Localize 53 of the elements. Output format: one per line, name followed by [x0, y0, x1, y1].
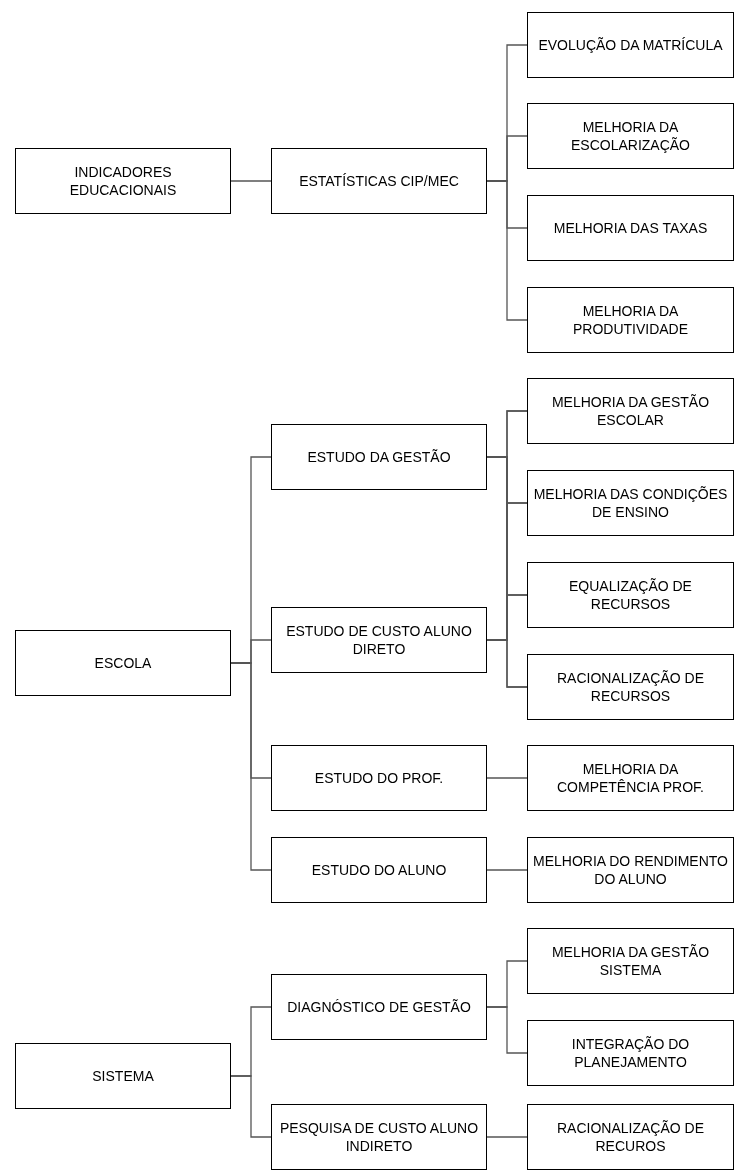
process-box: [527, 470, 734, 536]
process-box: [271, 1104, 487, 1170]
process-box: [527, 928, 734, 994]
box-label: RACIONALIZAÇÃO DE RECUROS: [556, 1118, 705, 1156]
process-box: [271, 974, 487, 1040]
box-label: ESCOLA: [93, 653, 153, 673]
box-label: INDICADORES EDUCACIONAIS: [68, 162, 178, 200]
box-label: ESTUDO DE CUSTO ALUNO DIRETO: [285, 621, 473, 659]
box-label: PESQUISA DE CUSTO ALUNO INDIRETO: [278, 1118, 480, 1156]
process-box: [527, 562, 734, 628]
box-label: INTEGRAÇÃO DO PLANEJAMENTO: [570, 1034, 691, 1072]
box-label: ESTUDO DA GESTÃO: [306, 447, 452, 467]
process-box: [527, 1104, 734, 1170]
process-box: [271, 745, 487, 811]
process-box: [271, 424, 487, 490]
box-label: MELHORIA DAS TAXAS: [552, 218, 709, 238]
box-label: SISTEMA: [91, 1066, 155, 1086]
process-box: [527, 837, 734, 903]
box-label: MELHORIA DAS CONDIÇÕES DE ENSINO: [532, 484, 729, 522]
connector-line: [486, 777, 528, 779]
connector-line: [486, 869, 528, 871]
connector-line: [486, 639, 528, 688]
box-label: MELHORIA DA ESCOLARIZAÇÃO: [570, 117, 691, 155]
process-box: [527, 195, 734, 261]
process-box: [527, 287, 734, 353]
box-label: DIAGNÓSTICO DE GESTÃO: [286, 997, 472, 1017]
box-label: MELHORIA DA COMPETÊNCIA PROF.: [556, 759, 705, 797]
box-label: RACIONALIZAÇÃO DE RECURSOS: [556, 668, 705, 706]
box-label: MELHORIA DA GESTÃO SISTEMA: [550, 942, 711, 980]
process-box: [527, 745, 734, 811]
box-label: ESTUDO DO PROF.: [313, 768, 445, 788]
process-box: [527, 12, 734, 78]
box-label: EVOLUÇÃO DA MATRÍCULA: [537, 35, 724, 55]
connector-line: [486, 1006, 528, 1054]
box-label: ESTATÍSTICAS CIP/MEC: [298, 171, 460, 191]
connector-line: [230, 180, 272, 182]
box-label: MELHORIA DA GESTÃO ESCOLAR: [550, 392, 711, 430]
process-box: [15, 148, 231, 214]
process-box: [15, 1043, 231, 1109]
process-box: [527, 103, 734, 169]
process-box: [15, 630, 231, 696]
process-box: [271, 607, 487, 673]
box-label: ESTUDO DO ALUNO: [310, 860, 448, 880]
process-box: [527, 654, 734, 720]
box-label: MELHORIA DO RENDIMENTO DO ALUNO: [532, 851, 729, 889]
process-box: [527, 378, 734, 444]
connector-line: [230, 1075, 272, 1138]
box-label: MELHORIA DA PRODUTIVIDADE: [571, 301, 690, 339]
box-label: EQUALIZAÇÃO DE RECURSOS: [568, 576, 693, 614]
process-box: [271, 148, 487, 214]
connector-line: [486, 1136, 528, 1138]
process-box: [271, 837, 487, 903]
process-box: [527, 1020, 734, 1086]
